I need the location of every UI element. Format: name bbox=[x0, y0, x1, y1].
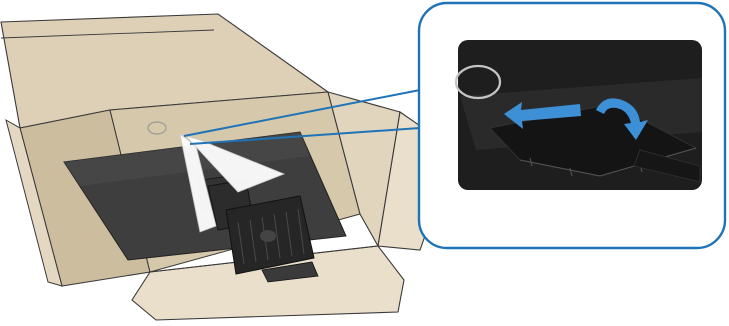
box-fold-line bbox=[0, 29, 215, 39]
callout-connector bbox=[183, 89, 421, 145]
rotate-clockwise-icon bbox=[596, 98, 648, 140]
callout-line-top bbox=[183, 89, 421, 137]
detail-stand-arm bbox=[633, 149, 701, 183]
callout-box bbox=[417, 1, 727, 250]
dell-logo-icon bbox=[454, 64, 502, 100]
highlight-rays bbox=[179, 133, 286, 233]
arrow-left-icon bbox=[504, 102, 581, 129]
stand-foot bbox=[261, 261, 319, 283]
highlight-ray-right bbox=[184, 135, 286, 193]
stand-base-ribs bbox=[237, 208, 305, 265]
stand-base-hole bbox=[260, 230, 276, 242]
callout-line-bottom bbox=[189, 127, 421, 145]
box-left-rim bbox=[5, 118, 63, 287]
dell-logo-icon bbox=[147, 121, 167, 135]
monitor-stand bbox=[207, 179, 319, 283]
highlight-ray-left bbox=[179, 133, 217, 233]
